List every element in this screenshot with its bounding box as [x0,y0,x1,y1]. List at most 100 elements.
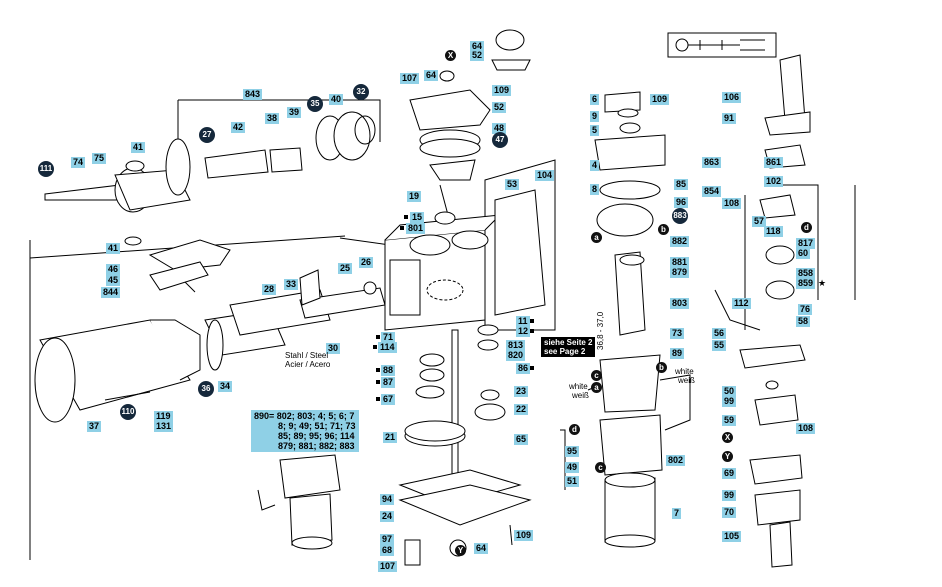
see-page-note: siehe Seite 2 see Page 2 [541,337,596,357]
part-label-9: 9 [590,111,600,122]
part-label-60: 60 [796,248,811,259]
circled-label-110: 110 [120,404,136,420]
connection-marker-a: a [591,382,602,393]
part-label-109: 109 [492,85,512,96]
part-label-28: 28 [262,284,277,295]
wire-label-right-de: weiß [678,376,695,385]
part-label-53: 53 [505,179,520,190]
square-marker-12 [530,329,534,333]
square-marker-114 [373,345,377,349]
part-label-88: 88 [381,365,396,376]
part-label-67: 67 [381,394,396,405]
connection-marker-b: b [656,362,667,373]
part-label-119: 119 [154,411,173,422]
part-label-11: 11 [516,316,530,327]
part-label-89: 89 [670,348,685,359]
star-marker: ★ [818,278,827,288]
part-label-879: 879 [670,267,690,278]
wire-label-left-de: weiß [572,391,589,400]
kit-890-list: 890= 802; 803; 4; 5; 6; 7 8; 9; 49; 51; … [251,410,359,452]
part-label-803: 803 [670,298,690,309]
part-label-8: 8 [590,184,600,195]
part-label-881: 881 [670,257,690,268]
part-label-39: 39 [287,107,302,118]
part-label-820: 820 [506,350,526,361]
circled-label-111: 111 [38,161,54,177]
part-label-4: 4 [590,160,600,171]
part-label-99: 99 [722,490,737,501]
part-label-68: 68 [380,545,395,556]
part-label-102: 102 [764,176,784,187]
part-label-56: 56 [712,328,727,339]
circled-label-47: 47 [492,132,508,148]
part-label-69: 69 [722,468,737,479]
part-label-64: 64 [470,41,485,52]
circled-label-35: 35 [307,96,323,112]
wire-label-right-en: white [675,367,694,376]
part-label-112: 112 [732,298,751,309]
part-label-58: 58 [796,316,811,327]
part-label-5: 5 [590,125,600,136]
part-label-51: 51 [565,476,580,487]
part-label-24: 24 [380,511,395,522]
part-label-107: 107 [378,561,398,572]
part-label-46: 46 [106,264,121,275]
part-label-854: 854 [702,186,722,197]
part-label-94: 94 [380,494,395,505]
wire-label-left-en: white [569,382,588,391]
part-label-118: 118 [764,226,783,237]
square-marker-11 [530,319,534,323]
part-label-55: 55 [712,340,727,351]
part-label-85: 85 [674,179,689,190]
part-label-858: 858 [796,268,816,279]
part-label-41: 41 [106,243,121,254]
part-label-7: 7 [672,508,682,519]
part-label-844: 844 [101,287,121,298]
part-label-863: 863 [702,157,722,168]
part-label-882: 882 [670,236,690,247]
part-label-21: 21 [383,432,398,443]
part-label-74: 74 [71,157,86,168]
part-label-859: 859 [796,278,816,289]
square-marker-67 [376,397,380,401]
kit-number: 890 [254,411,270,421]
part-label-114: 114 [378,342,397,353]
connection-marker-a: a [591,232,602,243]
part-label-76: 76 [798,304,813,315]
part-label-107: 107 [400,73,420,84]
part-label-86: 86 [516,363,531,374]
connection-marker-b: b [658,224,669,235]
part-label-12: 12 [516,326,531,337]
part-label-105: 105 [722,531,742,542]
part-label-95: 95 [565,446,580,457]
part-label-19: 19 [407,191,422,202]
square-marker-87 [376,380,380,384]
part-label-59: 59 [722,415,737,426]
part-label-97: 97 [380,534,395,545]
part-label-57: 57 [752,216,767,227]
circled-label-883: 883 [672,208,688,224]
connection-marker-c: c [591,370,602,381]
see-page-de: siehe Seite 2 [544,338,593,347]
part-label-96: 96 [674,197,689,208]
circled-label-32: 32 [353,84,369,100]
part-label-48: 48 [492,123,507,134]
connection-marker-x: X [445,50,456,61]
square-marker-86 [530,366,534,370]
part-label-99: 99 [722,396,737,407]
square-marker-71 [376,335,380,339]
circled-label-27: 27 [199,127,215,143]
part-label-6: 6 [590,94,600,105]
part-label-41: 41 [131,142,146,153]
part-label-91: 91 [722,113,737,124]
circled-label-36: 36 [198,381,214,397]
part-label-52: 52 [492,102,507,113]
square-marker-15 [404,215,408,219]
part-label-801: 801 [406,223,426,234]
kit-line-2: 8; 9; 49; 51; 71; 73 [278,421,356,431]
square-marker-88 [376,368,380,372]
part-label-813: 813 [506,340,526,351]
connection-marker-x: X [722,432,733,443]
connection-marker-d: d [569,424,580,435]
